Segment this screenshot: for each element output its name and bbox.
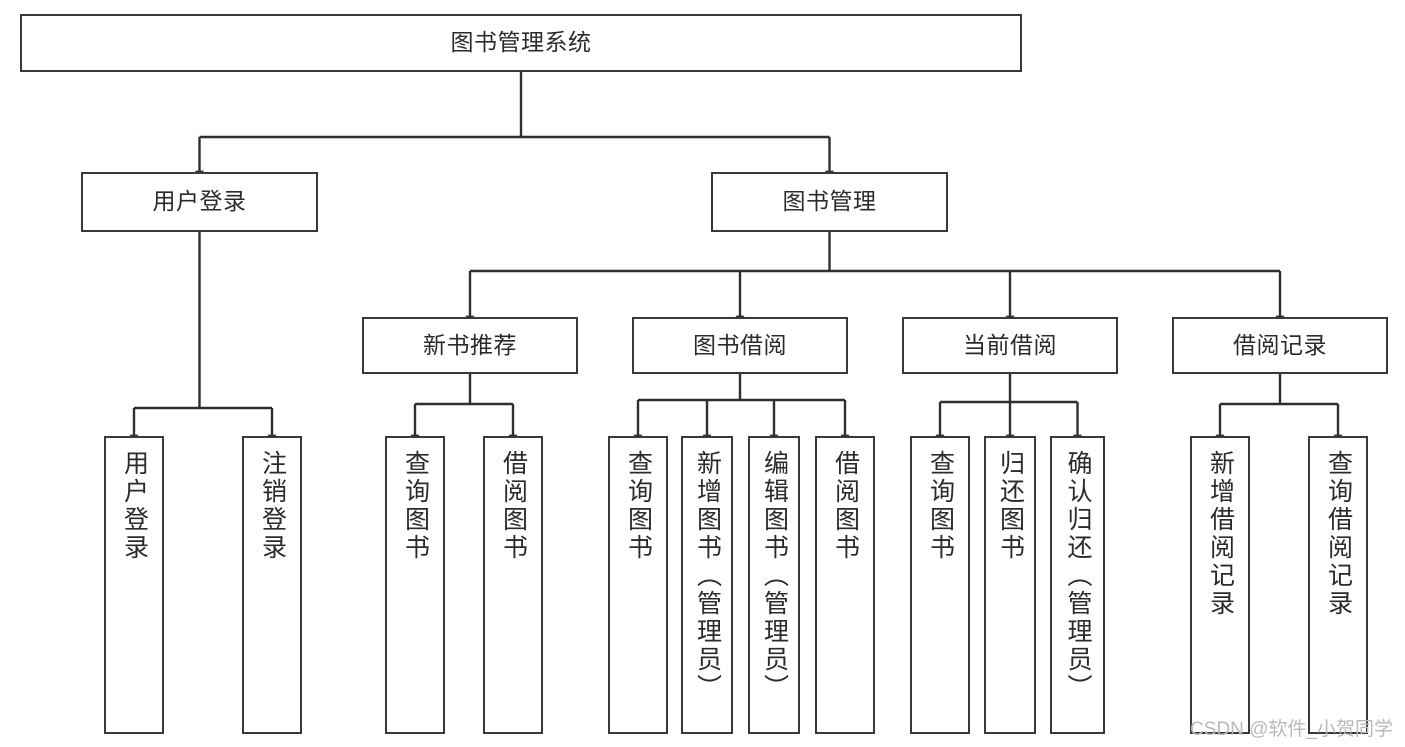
node-root[interactable]: 图书管理系统 [20, 14, 1022, 72]
node-leaf-user-login[interactable]: 用户登录 [104, 436, 164, 734]
node-label: 查询图书 [926, 450, 955, 562]
node-leaf-cb-confirm[interactable]: 确认归还（管理员） [1050, 436, 1105, 734]
watermark-label: CSDN @软件_小贺同学 [1190, 719, 1393, 740]
node-label: 用户登录 [152, 188, 247, 215]
node-leaf-bb-edit[interactable]: 编辑图书（管理员） [748, 436, 800, 734]
node-label: 新增图书（管理员） [693, 450, 722, 702]
node-newbook[interactable]: 新书推荐 [362, 317, 578, 374]
node-label: 新书推荐 [423, 331, 517, 358]
node-label: 图书管理 [782, 188, 877, 215]
node-label: 图书借阅 [693, 331, 787, 358]
node-records[interactable]: 借阅记录 [1172, 317, 1388, 374]
node-leaf-cb-return[interactable]: 归还图书 [984, 436, 1036, 734]
node-leaf-bb-add[interactable]: 新增图书（管理员） [681, 436, 733, 734]
node-label: 用户登录 [120, 450, 149, 562]
node-login[interactable]: 用户登录 [81, 172, 318, 232]
node-leaf-nb-query[interactable]: 查询图书 [385, 436, 445, 734]
node-leaf-nb-borrow[interactable]: 借阅图书 [483, 436, 543, 734]
node-bookmgmt[interactable]: 图书管理 [711, 172, 948, 232]
node-label: 借阅记录 [1233, 331, 1327, 358]
node-borrow[interactable]: 图书借阅 [632, 317, 848, 374]
node-label: 归还图书 [996, 450, 1025, 562]
node-label: 图书管理系统 [450, 29, 592, 56]
node-label: 查询图书 [624, 450, 653, 562]
node-leaf-rec-query[interactable]: 查询借阅记录 [1308, 436, 1368, 734]
node-label: 当前借阅 [963, 331, 1057, 358]
node-label: 编辑图书（管理员） [760, 450, 789, 702]
node-label: 注销登录 [258, 450, 287, 562]
node-current[interactable]: 当前借阅 [902, 317, 1118, 374]
node-leaf-rec-add[interactable]: 新增借阅记录 [1190, 436, 1250, 734]
node-leaf-cb-query[interactable]: 查询图书 [910, 436, 970, 734]
node-leaf-user-logout[interactable]: 注销登录 [242, 436, 302, 734]
node-label: 新增借阅记录 [1206, 450, 1235, 618]
node-leaf-bb-borrow[interactable]: 借阅图书 [815, 436, 875, 734]
node-label: 借阅图书 [831, 450, 860, 562]
node-leaf-bb-query[interactable]: 查询图书 [608, 436, 668, 734]
node-label: 查询图书 [401, 450, 430, 562]
node-label: 查询借阅记录 [1324, 450, 1353, 618]
node-label: 借阅图书 [499, 450, 528, 562]
node-label: 确认归还（管理员） [1064, 450, 1092, 702]
